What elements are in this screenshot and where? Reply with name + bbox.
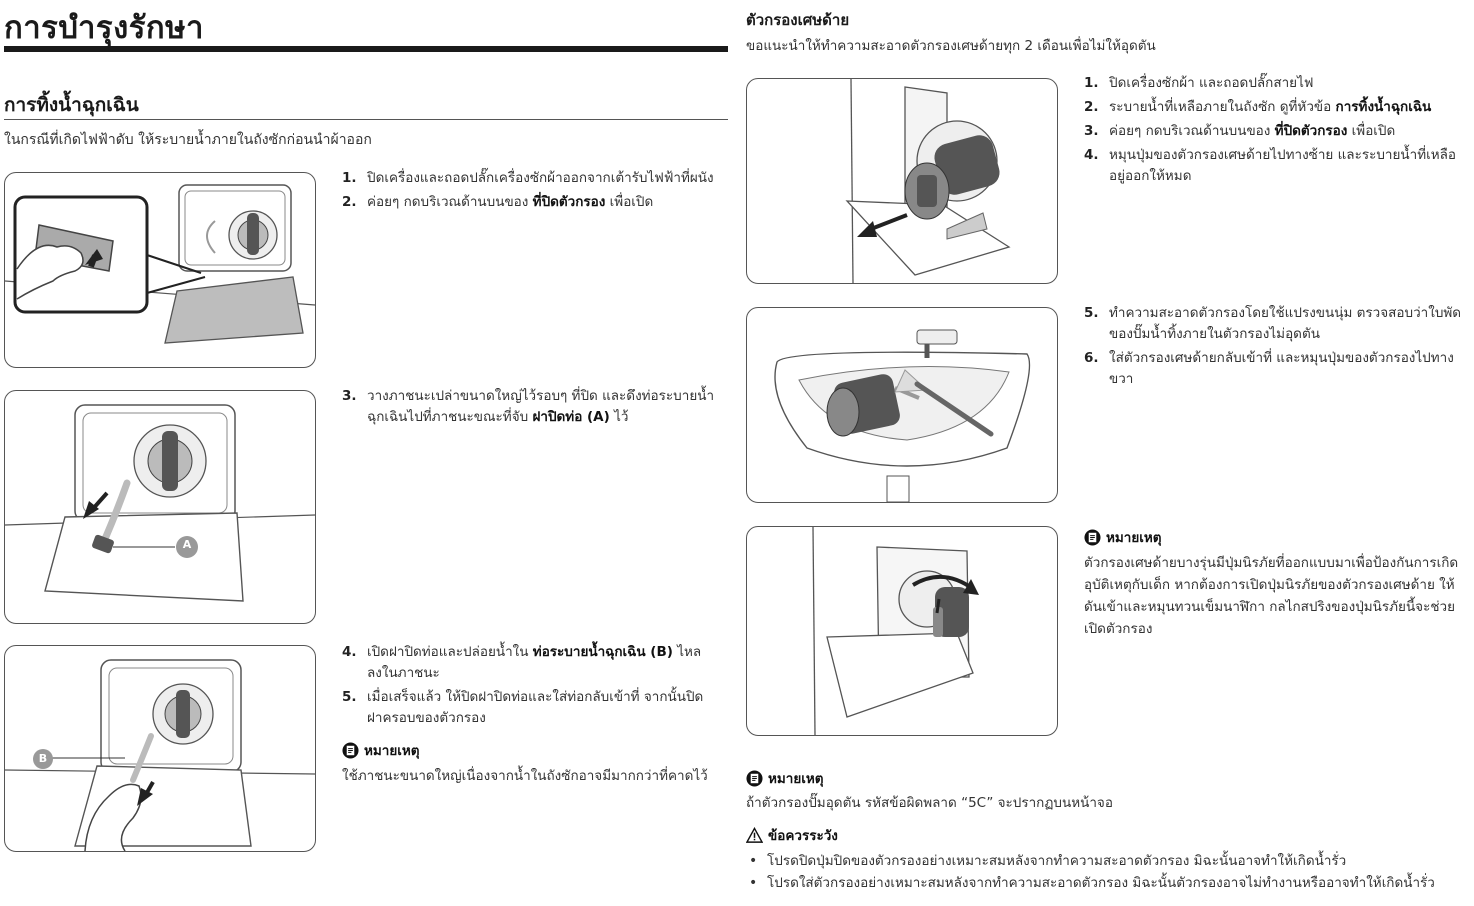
section-intro: ในกรณีที่เกิดไฟฟ้าดับ ให้ระบายน้ำภายในถั…: [4, 132, 372, 148]
section-title-emergency-drain: การทิ้งน้ำฉุกเฉิน: [4, 94, 139, 116]
lint-steps-list-1-4: 1.ปิดเครื่องซักผ้า และถอดปลั๊กสายไฟ 2.ระ…: [1084, 73, 1466, 190]
lint-step-2: 2.ระบายน้ำที่เหลือภายในถังซัก ดูที่หัวข้…: [1084, 99, 1432, 115]
illustration-open-filter-cover: [4, 172, 316, 368]
left-note-title: หมายเหตุ: [342, 739, 420, 761]
note-icon: [1084, 528, 1101, 546]
page-title: การบำรุงรักษา: [4, 10, 204, 46]
lint-step-6: 6.ใส่ตัวกรองเศษด้ายกลับเข้าที่ และหมุนปุ…: [1084, 350, 1454, 387]
lint-step-4: 4.หมุนปุ่มของตัวกรองเศษด้ายไปทางซ้าย และ…: [1084, 147, 1456, 184]
right-note-title-2: หมายเหตุ: [746, 767, 824, 789]
steps-list-1-2: 1.ปิดเครื่องและถอดปลั๊กเครื่องซักผ้าออกจ…: [342, 168, 714, 216]
note-icon: [342, 741, 359, 759]
lint-step-5: 5.ทำความสะอาดตัวกรองโดยใช้แปรงขนนุ่ม ตรว…: [1084, 305, 1462, 342]
label-a: A: [182, 538, 192, 551]
caution-list: โปรดปิดปุ่มปิดของตัวกรองอย่างเหมาะสมหลัง…: [746, 850, 1470, 894]
step-5: 5.เมื่อเสร็จแล้ว ให้ปิดฝาปิดท่อและใส่ท่อ…: [342, 689, 704, 726]
steps-list-3: 3.วางภาชนะเปล่าขนาดใหญ่ไว้รอบๆ ที่ปิด แล…: [342, 386, 716, 431]
step-1: 1.ปิดเครื่องและถอดปลั๊กเครื่องซักผ้าออกจ…: [342, 170, 714, 186]
step-4: 4.เปิดฝาปิดท่อและปล่อยน้ำใน ท่อระบายน้ำฉ…: [342, 644, 702, 681]
caution-item: โปรดใส่ตัวกรองอย่างเหมาะสมหลังจากทำความส…: [746, 872, 1470, 894]
note-icon: [746, 769, 763, 787]
right-note-text-2: ถ้าตัวกรองปั๊มอุดตัน รหัสข้อผิดพลาด “5C”…: [746, 795, 1113, 811]
steps-list-4-5: 4.เปิดฝาปิดท่อและปล่อยน้ำใน ท่อระบายน้ำฉ…: [342, 642, 716, 732]
illustration-safety-button: [746, 526, 1058, 736]
step-3: 3.วางภาชนะเปล่าขนาดใหญ่ไว้รอบๆ ที่ปิด แล…: [342, 388, 715, 425]
section-title-lint-filter: ตัวกรองเศษด้าย: [746, 11, 850, 29]
label-b: B: [38, 752, 48, 765]
left-note-text: ใช้ภาชนะขนาดใหญ่เนื่องจากน้ำในถังซักอาจม…: [342, 768, 708, 784]
step-2: 2.ค่อยๆ กดบริเวณด้านบนของ ที่ปิดตัวกรอง …: [342, 194, 654, 210]
lint-step-3: 3.ค่อยๆ กดบริเวณด้านบนของ ที่ปิดตัวกรอง …: [1084, 123, 1396, 139]
right-note-title-1: หมายเหตุ: [1084, 526, 1162, 548]
caution-title: ข้อควรระวัง: [746, 824, 838, 846]
lint-steps-list-5-6: 5.ทำความสะอาดตัวกรองโดยใช้แปรงขนนุ่ม ตรว…: [1084, 303, 1466, 393]
right-note-text-1: ตัวกรองเศษด้ายบางรุ่นมีปุ่มนิรภัยที่ออกแ…: [1084, 555, 1459, 637]
label-b-circle: [33, 749, 53, 769]
illustration-pull-drain-hose: A: [4, 390, 316, 624]
illustration-clean-filter: [746, 307, 1058, 503]
lint-filter-intro: ขอแนะนำให้ทำความสะอาดตัวกรองเศษด้ายทุก 2…: [746, 38, 1156, 54]
illustration-drain-water: B: [4, 645, 316, 852]
section-rule: [4, 119, 728, 120]
warning-icon: [746, 826, 763, 843]
caution-item: โปรดปิดปุ่มปิดของตัวกรองอย่างเหมาะสมหลัง…: [746, 850, 1470, 872]
title-rule: [4, 46, 728, 52]
illustration-remove-filter: [746, 78, 1058, 284]
lint-step-1: 1.ปิดเครื่องซักผ้า และถอดปลั๊กสายไฟ: [1084, 75, 1314, 91]
